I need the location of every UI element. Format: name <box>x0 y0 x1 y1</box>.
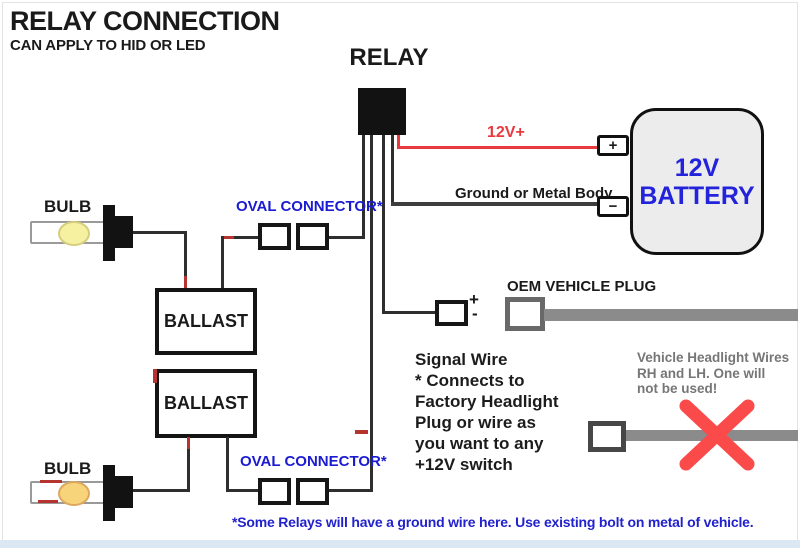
top-bulb-base <box>115 216 133 248</box>
battery-word: BATTERY <box>639 181 755 210</box>
power-wire-label: 12V+ <box>487 124 525 141</box>
signal-plug-wire <box>382 311 435 314</box>
top-connector-red-mark <box>221 236 234 239</box>
top-connector-left-wire <box>221 236 261 239</box>
signal-note-line: Plug or wire as <box>415 413 536 432</box>
bottom-oval-connector-left <box>258 478 291 505</box>
minus-icon: − <box>608 197 618 215</box>
bottom-oval-connector-right <box>296 478 329 505</box>
bottom-bulb-glow-icon <box>58 481 90 506</box>
oem-plug-wire <box>544 309 798 321</box>
bottom-bulb-wire-v <box>187 437 190 492</box>
bottom-bulb-base <box>115 476 133 508</box>
bottom-bulb-wire-h <box>133 489 190 492</box>
bottom-oval-connector-label: OVAL CONNECTOR* <box>240 453 387 470</box>
top-bulb-label: BULB <box>44 197 92 216</box>
top-bulb-glow-icon <box>58 221 90 246</box>
signal-wire-note: Signal Wire * Connects to Factory Headli… <box>415 349 615 475</box>
signal-plug-minus: - <box>472 304 478 323</box>
battery-positive-terminal: + <box>597 135 629 156</box>
plus-icon: + <box>608 136 618 154</box>
top-bulb-wire-red-tip <box>184 276 187 289</box>
bottom-connector-right-wire <box>328 489 373 492</box>
headlight-note-line: not be used! <box>637 381 718 396</box>
headlight-wires-note: Vehicle Headlight Wires RH and LH. One w… <box>637 350 797 397</box>
signal-note-line: Signal Wire <box>415 350 508 369</box>
relay-leg1-wire <box>362 135 365 239</box>
relay-leg2-wire <box>370 135 373 492</box>
power-wire <box>397 146 599 149</box>
bottom-bulb-wire-red-tip <box>187 437 190 449</box>
top-oval-connector-label: OVAL CONNECTOR* <box>236 198 383 215</box>
bottom-connector-down-wire <box>226 437 229 492</box>
red-cross-icon <box>679 399 755 471</box>
top-bulb-wire-v <box>184 231 187 289</box>
signal-note-line: Factory Headlight <box>415 392 559 411</box>
top-oval-connector-right <box>296 223 329 250</box>
headlight-note-line: RH and LH. One will <box>637 365 766 381</box>
top-bulb-wire-h <box>133 231 187 234</box>
bottom-connector-left-wire <box>226 489 260 492</box>
battery-voltage: 12V <box>674 153 720 182</box>
signal-plug-plus: + <box>469 290 479 309</box>
signal-note-line: +12V switch <box>415 455 513 474</box>
power-wire-vertical <box>397 135 400 149</box>
relay-leg4-wire <box>391 135 394 205</box>
bottom-strip <box>0 540 800 548</box>
top-connector-down-wire <box>221 236 224 290</box>
top-connector-right-wire <box>328 236 365 239</box>
ground-wire-label: Ground or Metal Body <box>455 185 613 202</box>
relay-leg3-wire <box>382 135 385 314</box>
top-oval-connector-left <box>258 223 291 250</box>
page-subtitle: CAN APPLY TO HID OR LED <box>10 37 206 54</box>
oem-plug <box>505 297 545 331</box>
red-wire-mark <box>355 430 368 434</box>
top-ballast: BALLAST <box>155 288 257 355</box>
relay-box <box>358 88 406 135</box>
top-ballast-label: BALLAST <box>164 311 248 331</box>
signal-note-line: * Connects to <box>415 371 525 390</box>
relay-label: RELAY <box>349 44 429 71</box>
headlight-note-line: Vehicle Headlight Wires <box>637 350 790 365</box>
battery: 12V BATTERY <box>630 108 764 255</box>
footer-note: *Some Relays will have a ground wire her… <box>232 514 754 530</box>
bottom-bulb-flange <box>103 465 115 521</box>
bottom-bulb-red-mark-bottom <box>38 500 58 503</box>
bottom-bulb-label: BULB <box>44 459 92 478</box>
ballast-red-mark <box>153 369 157 383</box>
bottom-ballast: BALLAST <box>155 369 257 438</box>
bottom-ballast-label: BALLAST <box>164 393 248 413</box>
signal-note-line: you want to any <box>415 434 544 453</box>
oem-plug-label: OEM VEHICLE PLUG <box>507 278 657 295</box>
headlight-plug <box>588 421 626 452</box>
battery-negative-terminal: − <box>597 196 629 217</box>
bottom-bulb-red-mark-top <box>40 480 62 483</box>
top-bulb-flange <box>103 205 115 261</box>
ground-wire <box>391 202 599 206</box>
page-title: RELAY CONNECTION <box>10 6 280 36</box>
signal-plug <box>435 300 468 326</box>
